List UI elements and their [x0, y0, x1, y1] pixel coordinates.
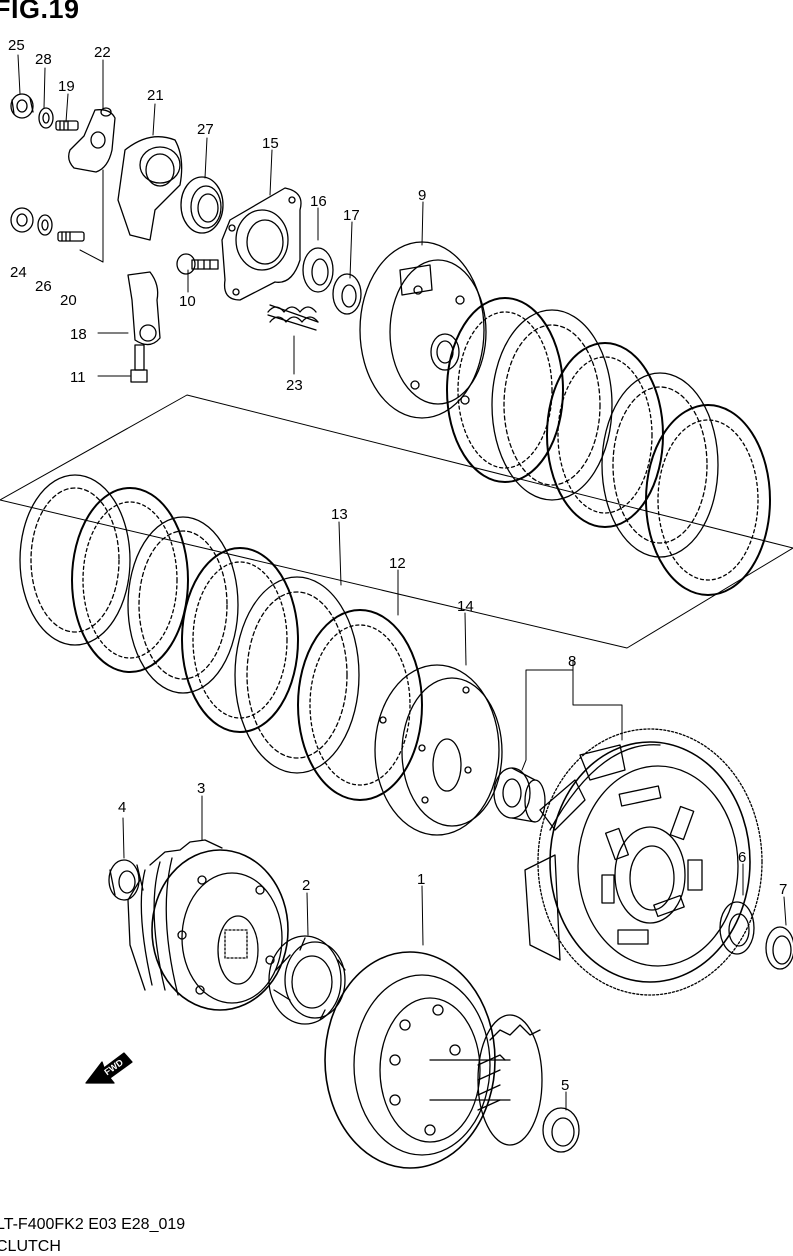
figure-title: FIG.19	[0, 0, 80, 24]
callout-2: 2	[302, 877, 310, 894]
part-14-plate	[374, 664, 503, 836]
leader-lines	[17, 54, 787, 1111]
callout-12: 12	[389, 555, 406, 572]
part-27-bearing	[180, 176, 224, 234]
callout-23: 11	[70, 369, 86, 386]
part-21-cover	[117, 136, 183, 241]
section-name: CLUTCH	[0, 1238, 61, 1255]
part-5-washer	[542, 1107, 580, 1153]
fwd-arrow-icon: FWD	[85, 1052, 133, 1084]
callout-14: 14	[457, 598, 474, 615]
part-22-lever	[68, 107, 116, 173]
part-8-sleeve	[493, 767, 546, 823]
part-16-nut	[302, 247, 334, 293]
callout-15: 15	[262, 135, 279, 152]
callout-3: 3	[197, 780, 205, 797]
part-26-washer	[37, 214, 53, 236]
callout-18: 18	[70, 326, 87, 343]
model-code: LT-F400FK2 E03 E28_019	[0, 1216, 186, 1233]
callout-10: 10	[179, 293, 196, 310]
callout-20: 20	[60, 292, 77, 309]
part-6-washer	[719, 901, 755, 955]
callout-16: 16	[310, 193, 327, 210]
callout-22: 22	[94, 44, 111, 61]
callout-17: 17	[343, 207, 360, 224]
part-4-nut	[108, 859, 144, 901]
part-9-pressure-plate	[359, 241, 487, 419]
callout-19: 19	[58, 78, 75, 95]
part-19-bolt	[55, 120, 79, 131]
callout-13: 13	[331, 506, 348, 523]
part-15-plate	[221, 187, 302, 301]
clutch-housing	[524, 728, 763, 996]
callout-6: 6	[738, 849, 746, 866]
callout-4: 4	[118, 799, 126, 816]
callout-21: 21	[147, 87, 164, 104]
part-2-one-way-clutch	[268, 935, 346, 1025]
callout-5: 5	[561, 1077, 569, 1094]
callout-8: 8	[568, 653, 576, 670]
part-7-washer	[765, 926, 793, 970]
part-28-washer	[38, 107, 54, 129]
callout-labels: 25 28 19 22 21 27 15 16 17 9 24 26 20 10…	[8, 37, 787, 1094]
callout-28: 28	[35, 51, 52, 68]
plate-group-outline	[0, 394, 793, 649]
part-18-arm	[127, 271, 161, 346]
callout-24: 24	[10, 264, 27, 281]
clutch-plates-upper	[446, 297, 771, 596]
callout-1: 1	[417, 871, 425, 888]
clutch-plates-lower	[19, 474, 423, 801]
callout-11: 23	[286, 377, 303, 394]
part-1-primary-gear	[324, 951, 543, 1169]
callout-9: 9	[418, 187, 426, 204]
part-24-nut	[10, 207, 34, 233]
part-25-nut	[10, 93, 34, 119]
callout-25: 25	[8, 37, 25, 54]
part-20-stud	[57, 231, 85, 242]
callout-7: 7	[779, 881, 787, 898]
part-23-bolt	[130, 344, 148, 383]
part-10-bolt	[176, 253, 219, 275]
part-17-washer	[332, 273, 362, 315]
part-3-clutch-hub	[127, 839, 289, 1011]
callout-26: 26	[35, 278, 52, 295]
callout-27: 27	[197, 121, 214, 138]
part-11-springs	[267, 304, 319, 331]
